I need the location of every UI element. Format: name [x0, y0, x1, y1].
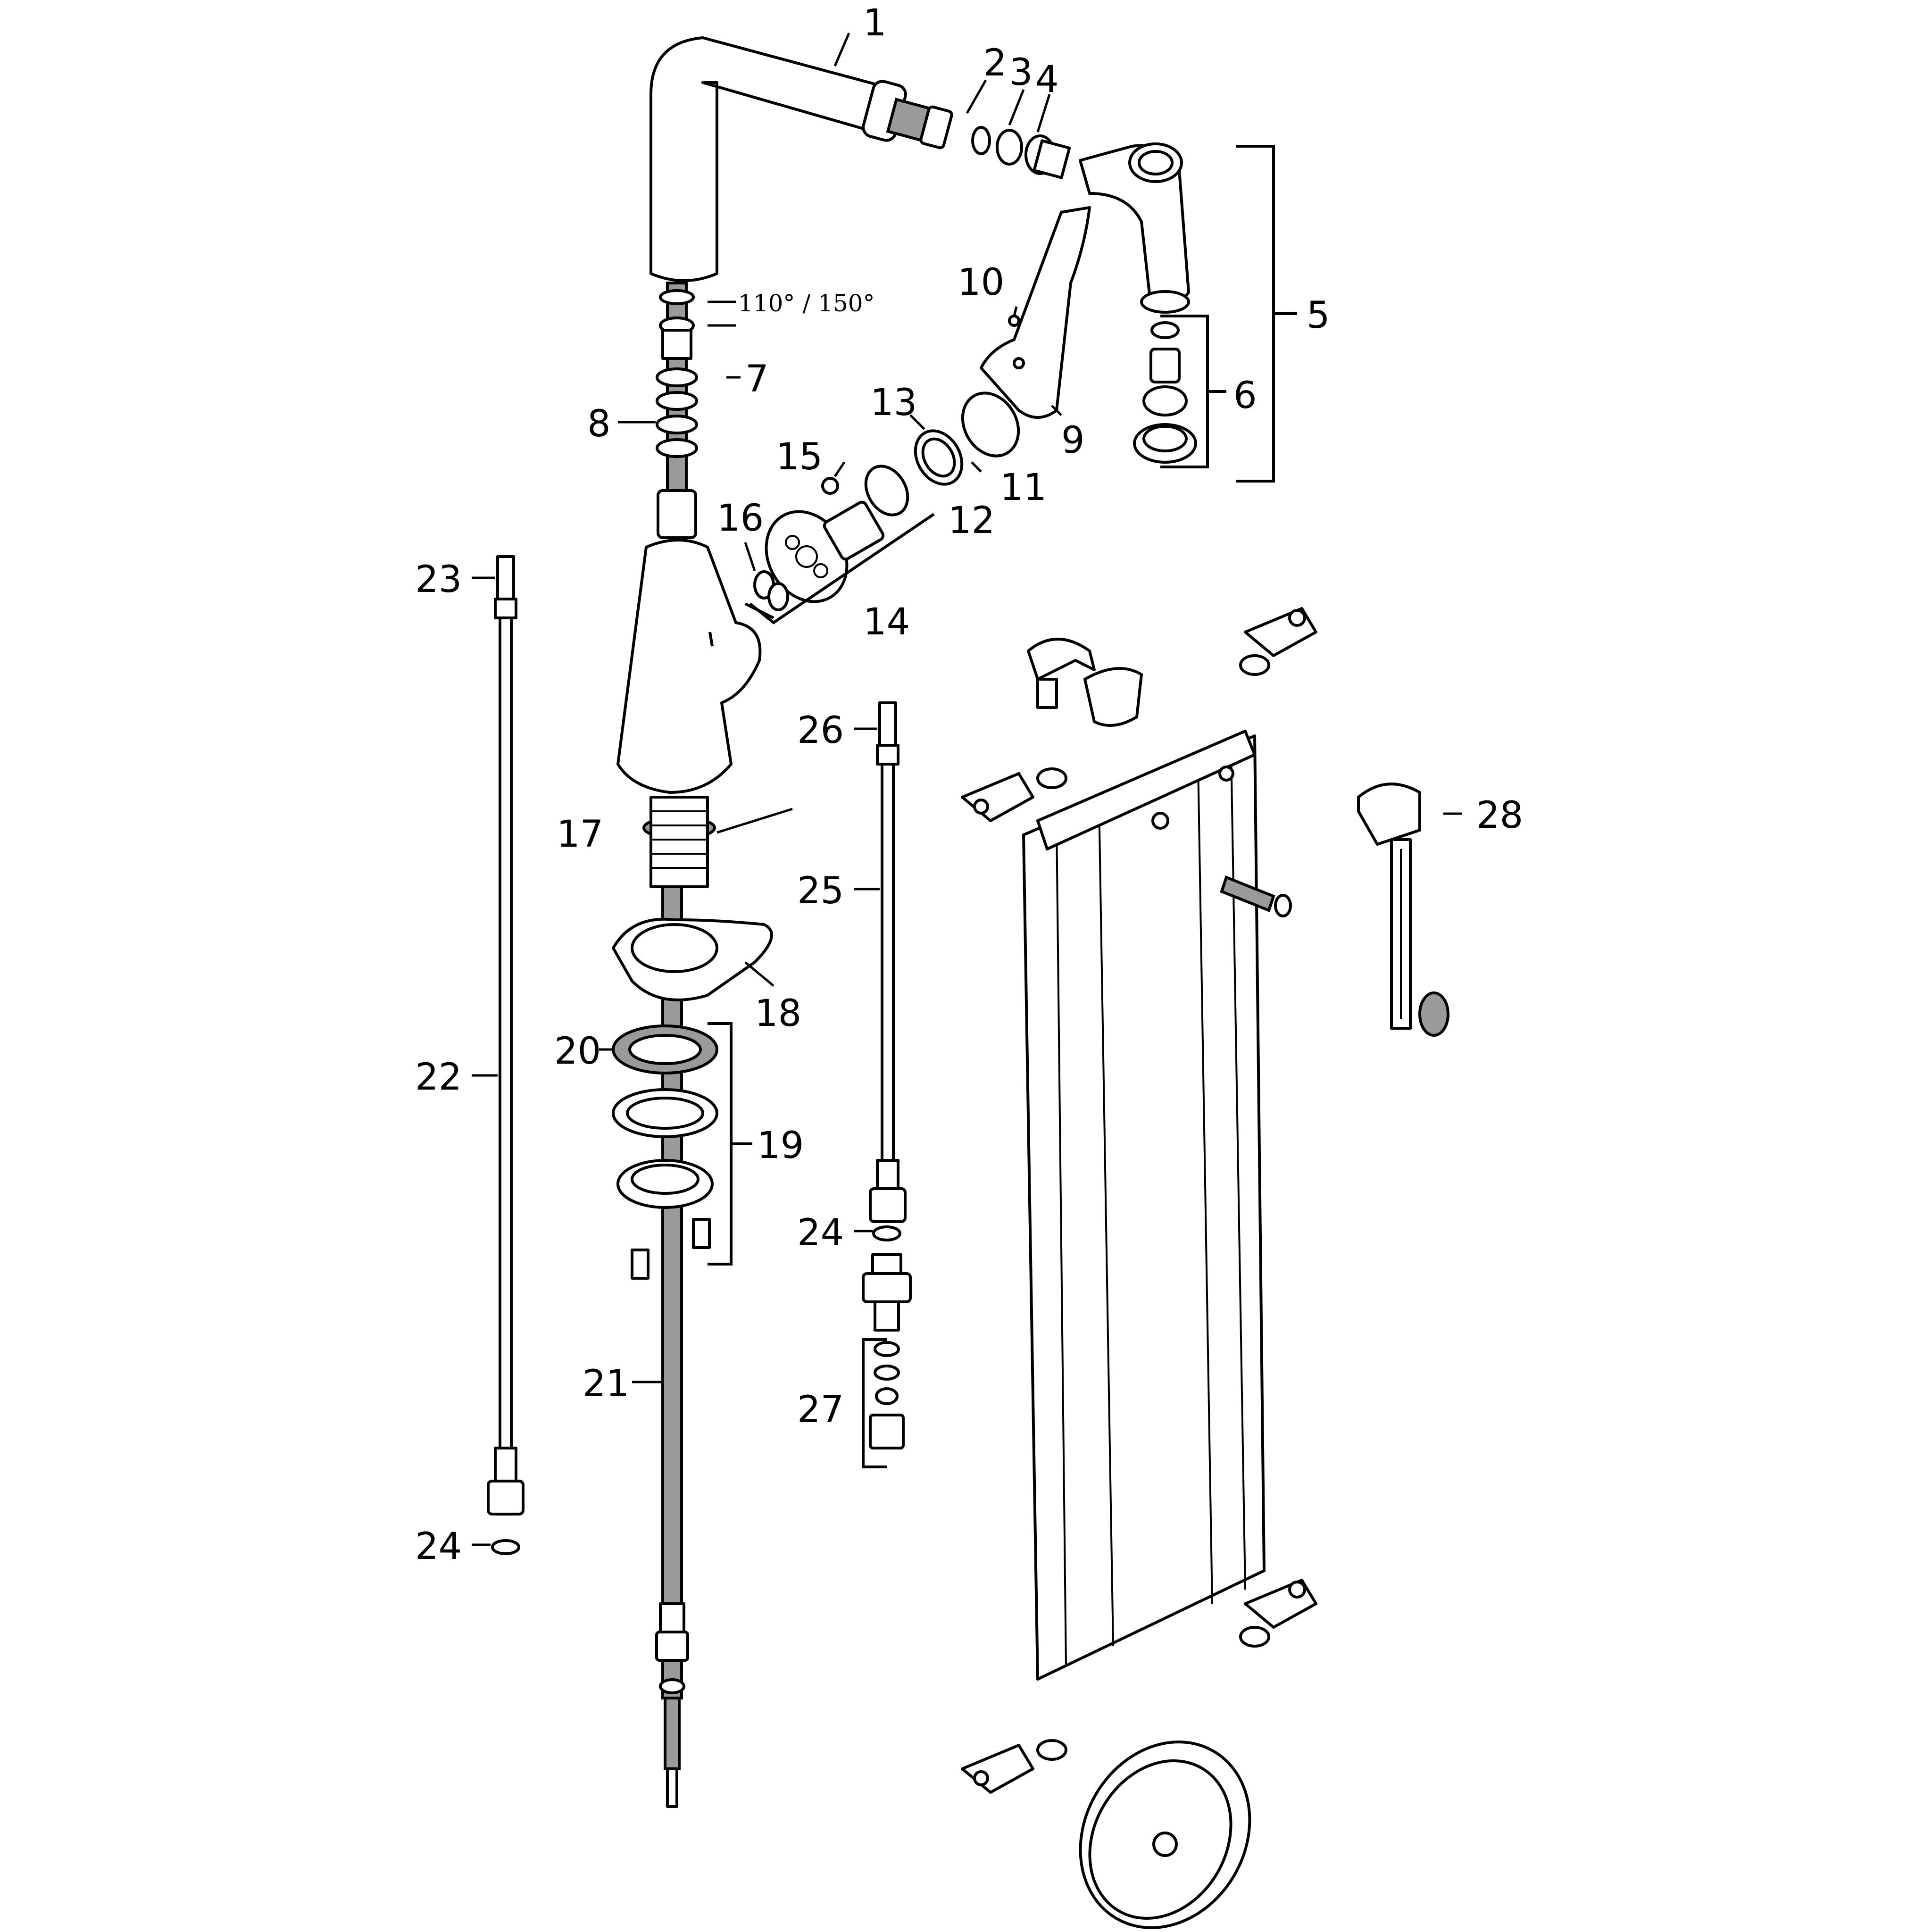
callout-7: 7	[745, 358, 769, 400]
callout-9: 9	[1061, 419, 1085, 462]
cartridge-part	[765, 465, 909, 603]
spray-head-part	[1079, 142, 1190, 314]
hose-holder-part	[1357, 783, 1449, 1037]
wall-bracket-bottom-left	[961, 1739, 1067, 1794]
mounting-bolt	[1220, 875, 1292, 917]
callout-28: 28	[1476, 794, 1523, 837]
clip-part-16	[744, 570, 789, 619]
callout-24-right: 24	[797, 1212, 844, 1254]
wall-bracket-bottom-right	[1239, 1579, 1317, 1648]
callout-11: 11	[1000, 466, 1047, 509]
callout-13: 13	[870, 382, 917, 424]
callout-1: 1	[863, 2, 887, 44]
mixer-body-part	[616, 539, 762, 794]
aerator-small-parts	[971, 126, 1071, 179]
cartridge-rings	[914, 391, 1020, 486]
callout-10: 10	[958, 261, 1004, 304]
threaded-shank-part	[642, 796, 716, 888]
callout-labels: 1 2 3 4 5 6 7 8 9 10 11 12 13 14 15 16 1…	[415, 2, 1523, 1568]
round-cover-plate	[1079, 1740, 1251, 1929]
screw-part-15	[821, 477, 839, 495]
callout-3: 3	[1009, 51, 1033, 94]
leader-lines	[472, 33, 1462, 1546]
callout-12: 12	[948, 500, 995, 542]
wall-bracket-top-right	[1239, 607, 1317, 676]
callout-20: 20	[554, 1030, 601, 1073]
callout-17: 17	[557, 813, 603, 856]
callout-19: 19	[757, 1124, 804, 1167]
callout-21: 21	[583, 1363, 629, 1405]
spray-seal-set	[1133, 321, 1197, 464]
wall-bracket-mid-left	[961, 767, 1067, 822]
callout-25: 25	[797, 870, 844, 912]
fitting-set-27	[869, 1341, 905, 1449]
clip-cover-part	[1027, 638, 1143, 727]
swivel-angle-note: 110° / 150°	[738, 290, 875, 317]
callout-24-left: 24	[415, 1525, 462, 1568]
mounting-rail-panel	[1022, 730, 1266, 1681]
spout-part	[650, 36, 953, 282]
mounting-plate-part	[612, 917, 773, 1001]
callout-22: 22	[415, 1056, 462, 1099]
mounting-washers	[612, 1024, 718, 1280]
callout-14: 14	[863, 601, 910, 643]
callout-18: 18	[755, 992, 801, 1035]
lever-handle-part	[980, 206, 1091, 419]
callout-5: 5	[1307, 294, 1330, 337]
callout-23: 23	[415, 558, 462, 601]
callout-2: 2	[983, 42, 1007, 84]
spout-swivel-stack	[656, 282, 698, 539]
callout-26: 26	[797, 709, 844, 752]
group-brackets	[708, 145, 1297, 1468]
hot-hose-part	[862, 701, 912, 1332]
cold-hose-part	[487, 555, 525, 1555]
callout-6: 6	[1233, 375, 1257, 417]
callout-16: 16	[717, 497, 764, 540]
pin-part-10	[1008, 315, 1020, 327]
callout-4: 4	[1035, 58, 1059, 101]
callout-8: 8	[587, 403, 611, 445]
center-hose-part	[655, 885, 689, 1808]
callout-27: 27	[797, 1389, 844, 1431]
callout-15: 15	[776, 436, 823, 478]
